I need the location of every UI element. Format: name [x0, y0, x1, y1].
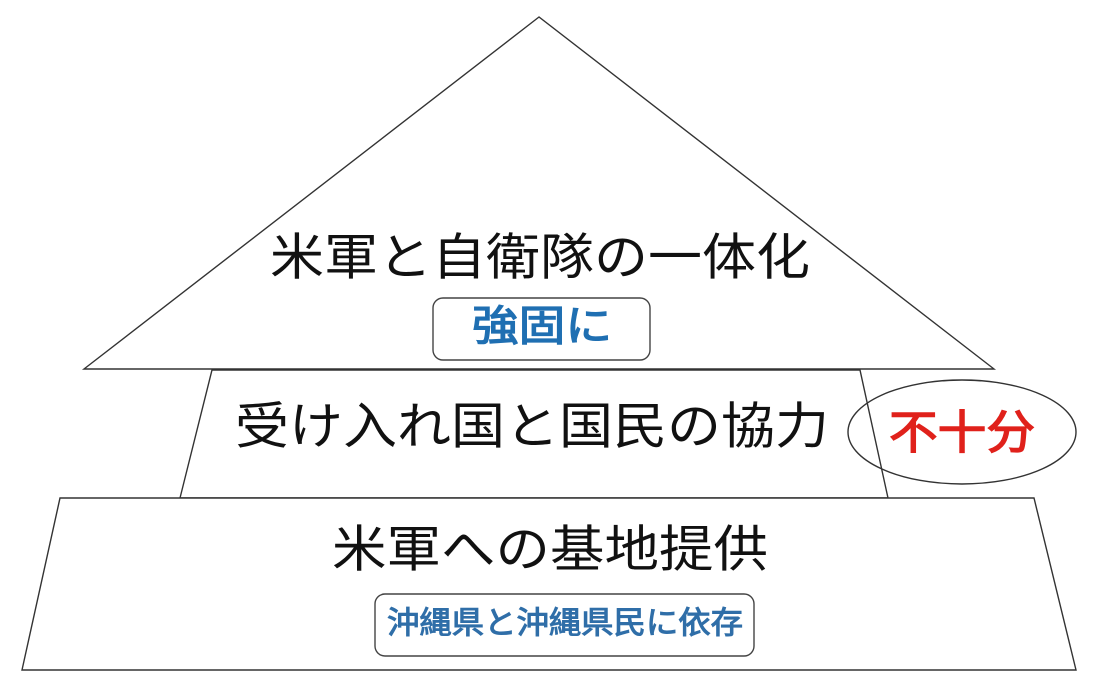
middle-badge-ellipse [847, 379, 1077, 485]
bottom-badge-text: 沖縄県と沖縄県民に依存 [387, 606, 743, 642]
bottom-tier-label: 米軍への基地提供 [332, 521, 768, 579]
top-badge-box [432, 297, 651, 361]
bottom-badge-box [374, 593, 755, 657]
top-tier-triangle [81, 16, 997, 370]
middle-tier-label: 受け入れ国と国民の協力 [235, 398, 829, 456]
top-badge-text: 強固に [472, 302, 612, 351]
bottom-tier-trapezoid [21, 497, 1077, 671]
middle-badge-text: 不十分 [889, 406, 1035, 460]
top-tier-label: 米軍と自衛隊の一体化 [270, 229, 810, 287]
